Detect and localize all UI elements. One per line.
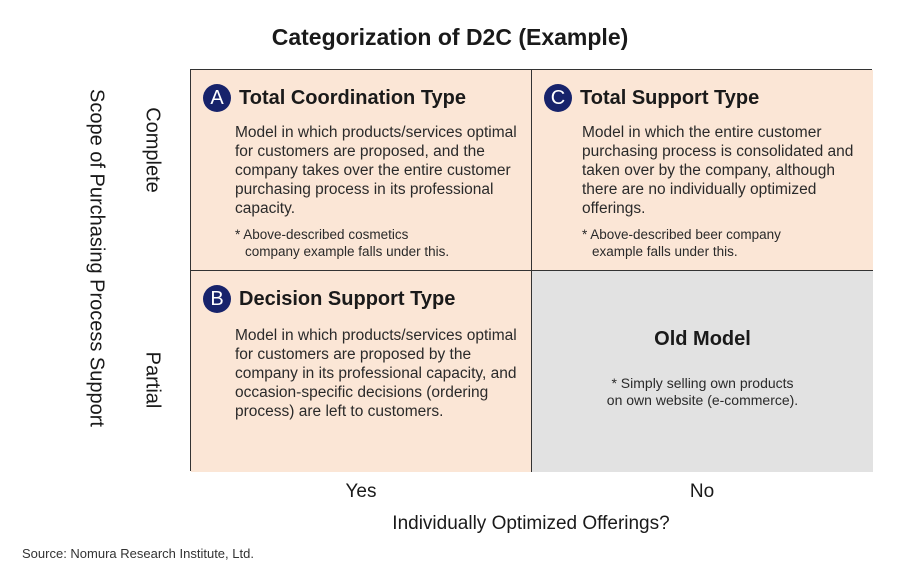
source-note: Source: Nomura Research Institute, Ltd. bbox=[22, 546, 254, 561]
y-axis-label: Scope of Purchasing Process Support bbox=[85, 89, 108, 427]
cell-old-model: Old Model * Simply selling own products … bbox=[532, 271, 873, 472]
badge-b-icon: B bbox=[203, 285, 231, 313]
cell-title: Old Model bbox=[654, 328, 751, 350]
cell-note: * Simply selling own products on own web… bbox=[532, 375, 873, 409]
diagram-title: Categorization of D2C (Example) bbox=[271, 24, 629, 50]
cell-header: B Decision Support Type bbox=[203, 285, 455, 313]
column-label-no: No bbox=[689, 481, 715, 502]
cell-decision-support: B Decision Support Type Model in which p… bbox=[191, 271, 532, 472]
cell-title: Total Coordination Type bbox=[239, 86, 467, 109]
cell-note-line: * Above-described cosmetics bbox=[235, 227, 409, 242]
badge-c-icon: C bbox=[544, 84, 572, 112]
cell-note-line: company example falls under this. bbox=[245, 244, 450, 259]
cell-note: * Above-described cosmetics company exam… bbox=[235, 226, 525, 260]
cell-description: Model in which products/services optimal… bbox=[235, 124, 517, 217]
row-label-complete: Complete bbox=[141, 107, 164, 193]
row-label-partial: Partial bbox=[141, 351, 164, 409]
column-label-yes: Yes bbox=[345, 481, 377, 502]
cell-description: Model in which the entire customer purch… bbox=[582, 124, 854, 217]
cell-total-support: C Total Support Type Model in which the … bbox=[532, 70, 873, 271]
cell-note-line: on own website (e-commerce). bbox=[606, 392, 799, 408]
cell-note-line: * Above-described beer company bbox=[582, 227, 781, 242]
cell-total-coordination: A Total Coordination Type Model in which… bbox=[191, 70, 532, 271]
cell-note-line: example falls under this. bbox=[592, 244, 738, 259]
cell-description: Model in which products/services optimal… bbox=[235, 327, 517, 420]
cell-header: C Total Support Type bbox=[544, 84, 759, 112]
cell-title: Decision Support Type bbox=[239, 287, 456, 310]
cell-note-line: * Simply selling own products bbox=[611, 375, 794, 391]
x-axis-label: Individually Optimized Offerings? bbox=[392, 513, 670, 534]
cell-header: A Total Coordination Type bbox=[203, 84, 466, 112]
badge-a-icon: A bbox=[203, 84, 231, 112]
cell-title: Total Support Type bbox=[580, 86, 760, 109]
cell-note: * Above-described beer company example f… bbox=[582, 226, 872, 260]
category-matrix: A Total Coordination Type Model in which… bbox=[190, 69, 873, 472]
